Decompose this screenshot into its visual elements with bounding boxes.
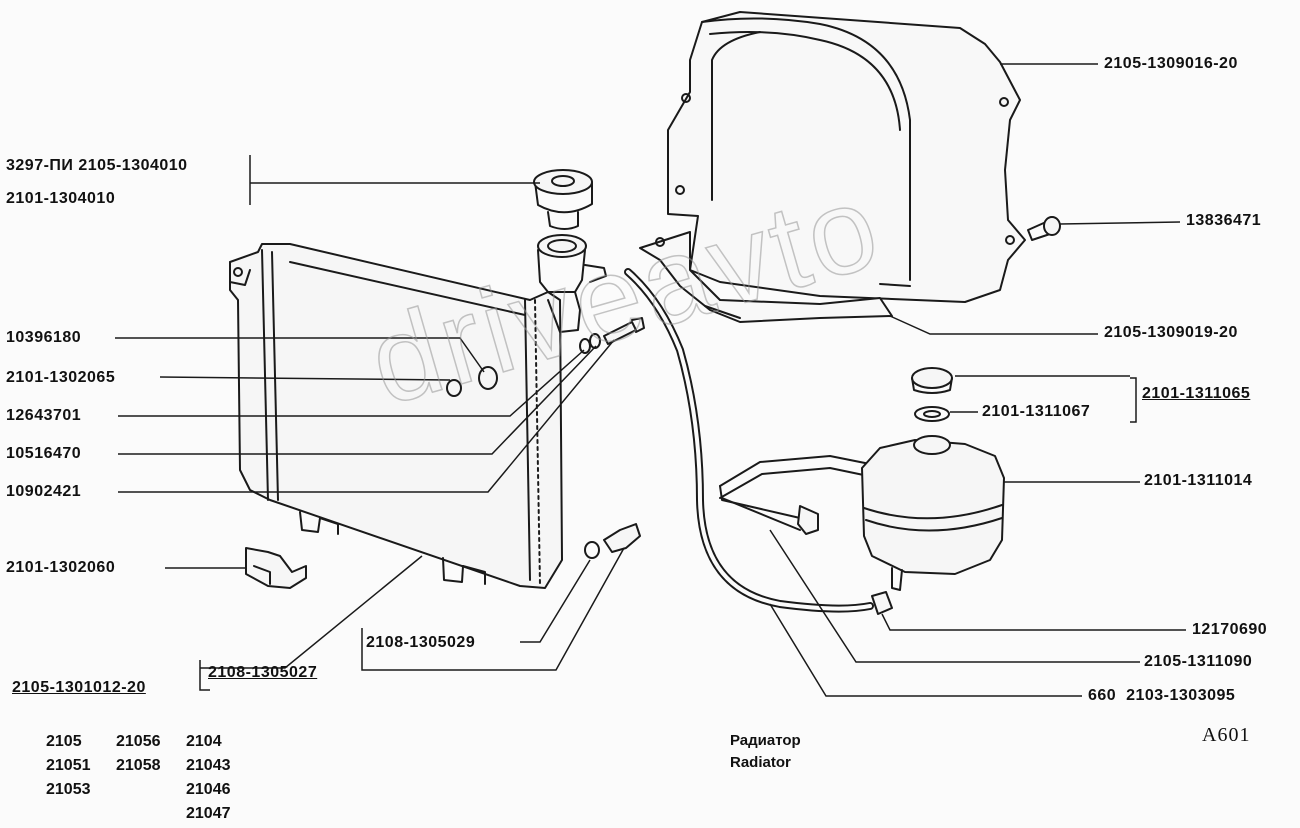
title-en: Radiator [730, 754, 791, 771]
leader-12643701 [118, 349, 585, 417]
leader-cap [249, 155, 540, 205]
model-item: 21058 [116, 757, 161, 774]
diagram-title: Радиатор Radiator [730, 730, 801, 774]
model-item: 2104 [186, 733, 222, 750]
lower-shroud [639, 231, 893, 323]
leader-drain-bracket [199, 660, 210, 691]
label-tank-gasket: 2101-1311067 [982, 403, 1091, 420]
model-item: 21043 [186, 757, 231, 774]
model-item: 21051 [46, 757, 91, 774]
leader-strap [769, 529, 1140, 663]
leader-bolt [1059, 221, 1181, 225]
label-10902421: 10902421 [6, 483, 82, 500]
label-pad: 2101-1302060 [6, 559, 116, 576]
label-10516470: 10516470 [6, 445, 82, 462]
radiator-cap [533, 169, 593, 230]
label-drain-plug: 2108-1305027 [208, 664, 318, 681]
label-shroud-top: 2105-1309016-20 [1104, 55, 1238, 72]
label-cap-1: 3297-ПИ 2105-1304010 [6, 157, 188, 174]
figure-code: A601 [1202, 724, 1251, 746]
leader-2101-1302065 [159, 376, 451, 381]
label-strap: 2105-1311090 [1144, 653, 1253, 670]
label-shroud-bottom: 2105-1309019-20 [1104, 324, 1238, 341]
leader-drain-plug [361, 547, 625, 671]
label-tank-cap-group: 2101-1311065 [1142, 385, 1251, 402]
leader-hose [769, 603, 1082, 697]
leader-shroud-bottom [889, 315, 1098, 335]
leader-clamp [881, 613, 1186, 631]
models-col-2: 21056 21058 [116, 730, 161, 778]
tank-strap [719, 455, 881, 535]
label-10396180: 10396180 [6, 329, 82, 346]
leader-radiator [200, 555, 423, 669]
label-hose: 660 2103-1303095 [1088, 687, 1236, 704]
leader-10396180 [115, 337, 485, 373]
model-item: 21047 [186, 805, 231, 822]
model-item: 21046 [186, 781, 231, 798]
filler-neck [537, 234, 607, 333]
title-ru: Радиатор [730, 732, 801, 749]
label-bolt: 13836471 [1186, 212, 1262, 229]
models-col-3: 2104 21043 21046 21047 [186, 730, 231, 826]
label-drain-gasket: 2108-1305029 [366, 634, 476, 651]
coolant-hose [624, 268, 874, 613]
expansion-tank [861, 367, 1005, 615]
label-radiator: 2105-1301012-20 [12, 679, 146, 696]
model-item: 21053 [46, 781, 91, 798]
label-2101-1302065: 2101-1302065 [6, 369, 116, 386]
label-12643701: 12643701 [6, 407, 82, 424]
leader-drain-gasket [520, 559, 591, 643]
label-tank: 2101-1311014 [1144, 472, 1253, 489]
small-fasteners [446, 317, 645, 559]
leader-10516470 [118, 345, 597, 455]
fan-shroud [667, 11, 1026, 303]
models-col-1: 2105 21051 21053 [46, 730, 91, 802]
shroud-bolt [1027, 216, 1061, 241]
leader-10902421 [118, 339, 615, 493]
label-clamp: 12170690 [1192, 621, 1268, 638]
label-cap-2: 2101-1304010 [6, 190, 116, 207]
model-item: 21056 [116, 733, 161, 750]
model-item: 2105 [46, 733, 82, 750]
radiator-pad [245, 547, 307, 589]
leader-tank-cap-bracket [1130, 377, 1137, 423]
